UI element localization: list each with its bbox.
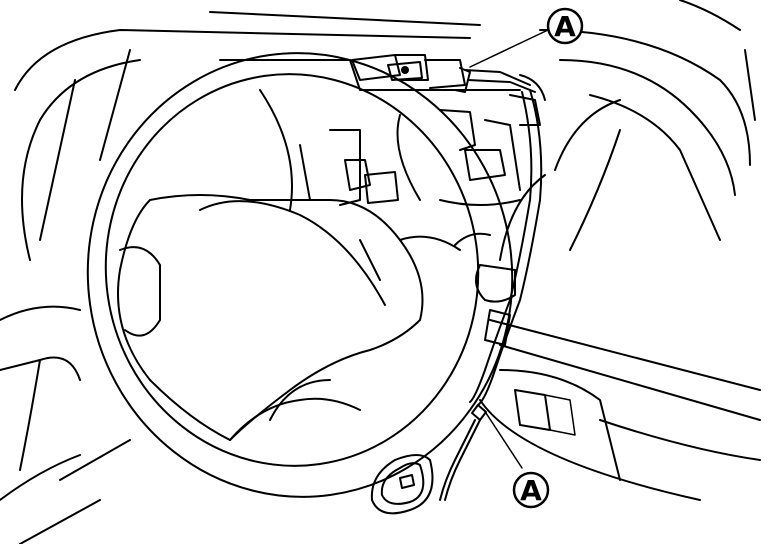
callout-a-bottom: A bbox=[512, 471, 550, 509]
instrument-cluster bbox=[219, 59, 521, 303]
wire-harness bbox=[370, 89, 543, 515]
callout-a-top-label: A bbox=[554, 10, 576, 43]
leader-lines bbox=[469, 29, 549, 469]
callout-a-bottom-label: A bbox=[520, 474, 542, 507]
callout-a-top: A bbox=[546, 7, 584, 45]
steering-wheel bbox=[86, 52, 514, 498]
